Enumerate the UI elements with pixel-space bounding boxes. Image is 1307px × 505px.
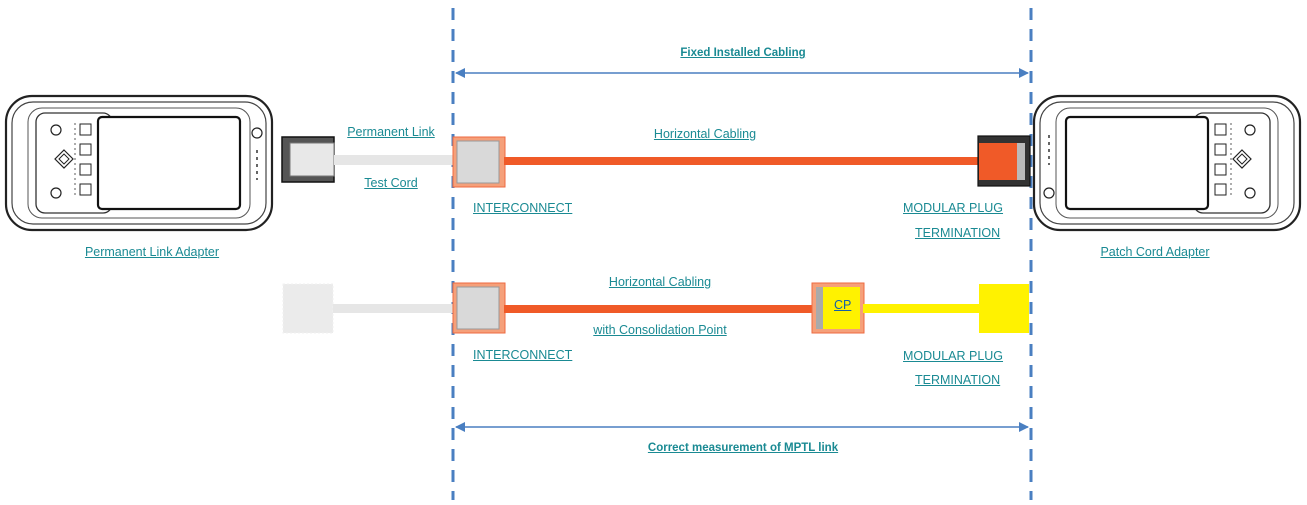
test-cord-label: Test Cord	[364, 176, 418, 190]
horizontal-cabling-top-label: Horizontal Cabling	[653, 127, 757, 141]
left-tester-device	[4, 94, 274, 232]
interconnect-top-label: INTERCONNECT	[473, 201, 573, 215]
interconnect-bottom-label: INTERCONNECT	[473, 348, 573, 362]
ghost-plug	[282, 283, 334, 334]
termination-bottom-label: TERMINATION	[915, 373, 1001, 387]
correct-measurement-label: Correct measurement of MPTL link	[647, 442, 839, 454]
with-consolidation-point-label: with Consolidation Point	[593, 323, 727, 337]
test-cord-cable	[334, 155, 456, 165]
right-tester-device	[1032, 94, 1302, 232]
top-link-row	[281, 135, 1031, 188]
ghost-cord-cable	[333, 304, 455, 313]
modular-plug-bottom	[979, 284, 1029, 333]
horizontal-cable-top	[504, 157, 980, 165]
yellow-cable	[863, 304, 981, 313]
modular-plug-top-label: MODULAR PLUG	[903, 201, 1004, 215]
permanent-link-label: Permanent Link	[347, 125, 435, 139]
fixed-installed-cabling-label: Fixed Installed Cabling	[680, 47, 806, 59]
permanent-link-adapter-label: Permanent Link Adapter	[84, 245, 220, 259]
modular-plug-bottom-label: MODULAR PLUG	[903, 349, 1004, 363]
bottom-link-row	[282, 282, 1029, 334]
horizontal-cable-bottom	[504, 305, 816, 313]
cp-label: CP	[834, 298, 852, 312]
patch-cord-adapter-label: Patch Cord Adapter	[1100, 245, 1210, 259]
termination-top-label: TERMINATION	[915, 226, 1001, 240]
horizontal-cabling-bottom-label: Horizontal Cabling	[608, 275, 712, 289]
